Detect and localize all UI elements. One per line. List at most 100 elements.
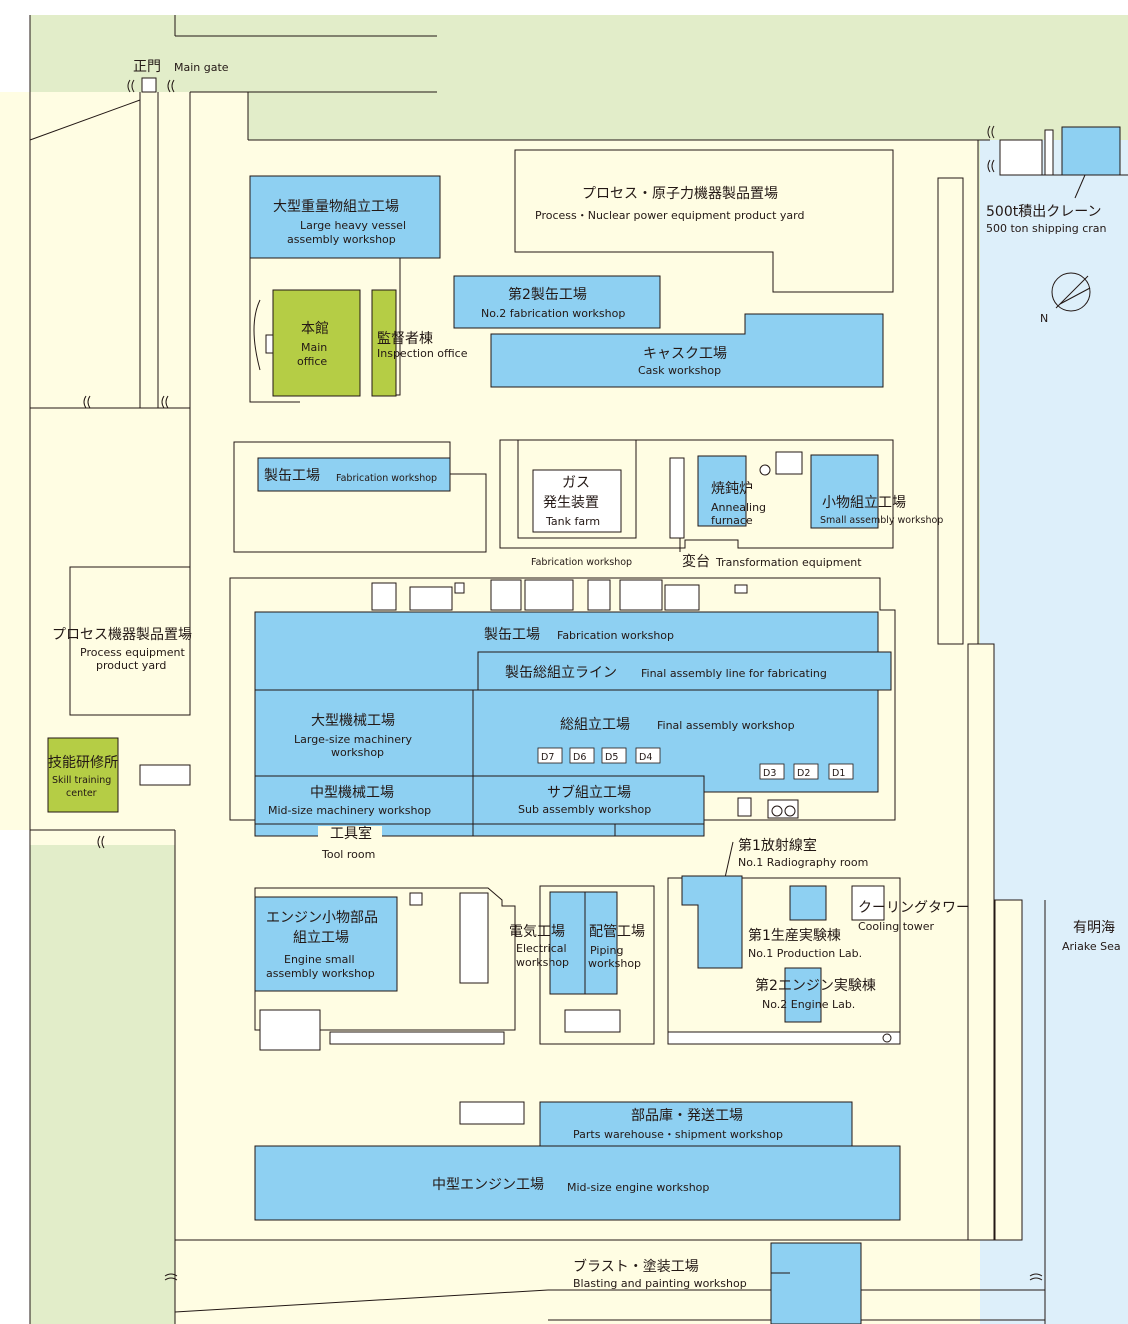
process-yard-en1: Process equipment xyxy=(80,646,185,659)
final-fab-line-jp: 製缶総組立ライン xyxy=(505,665,617,681)
crane-rail xyxy=(999,139,1043,176)
small-assembly-en: Small assembly workshop xyxy=(820,515,943,526)
inspection-jp: 監督者棟 xyxy=(377,330,433,347)
final-assembly-en: Final assembly workshop xyxy=(657,719,795,732)
annealing-jp: 焼鈍炉 xyxy=(711,481,753,497)
annealing-en1: Annealing xyxy=(711,501,766,514)
tool-room-label-bg xyxy=(318,826,382,838)
small-assembly-jp: 小物組立工場 xyxy=(822,495,906,511)
skill-training-center xyxy=(47,737,119,813)
electrical-jp: 電気工場 xyxy=(509,924,565,940)
main-office-en1: Main xyxy=(301,341,327,354)
engine-annex-1 xyxy=(409,892,423,906)
skill-en1: Skill training xyxy=(52,775,111,786)
main-gate-post xyxy=(141,77,157,93)
sub-assembly-workshop xyxy=(472,775,705,825)
fab-small-jp: 製缶工場 xyxy=(264,468,320,484)
annex-11 xyxy=(767,799,799,819)
sub-assembly-en: Sub assembly workshop xyxy=(518,803,651,816)
gate-en: Main gate xyxy=(174,61,229,74)
heavy-vessel-jp: 大型重量物組立工場 xyxy=(273,199,399,215)
grass-top-left xyxy=(30,15,140,92)
engine-small-jp2: 組立工場 xyxy=(293,930,349,946)
electrical-en1: Electrical xyxy=(516,942,567,955)
svg-text:N: N xyxy=(1040,312,1048,325)
annex-10 xyxy=(737,797,752,817)
blasting-en: Blasting and painting workshop xyxy=(573,1277,747,1290)
piping-jp: 配管工場 xyxy=(589,924,645,940)
engine-lab xyxy=(784,967,822,1023)
radiography-jp: 第1放射線室 xyxy=(738,837,817,854)
quay xyxy=(994,899,1023,1241)
main-office-jp: 本館 xyxy=(301,320,329,337)
process-nuclear-yard xyxy=(514,149,894,293)
crane-jp: 500t積出クレーン xyxy=(986,204,1102,220)
sub-assembly-jp: サブ組立工場 xyxy=(547,784,631,801)
cask-en: Cask workshop xyxy=(638,364,721,377)
pier xyxy=(937,177,964,645)
large-machinery-en2: workshop xyxy=(331,746,384,759)
inspection-office xyxy=(371,289,397,397)
gate-jp: 正門 xyxy=(133,59,161,75)
gas-jp2: 発生装置 xyxy=(543,495,599,511)
production-lab xyxy=(789,885,827,921)
engine-small-en1: Engine small xyxy=(284,953,355,966)
engine-lab-jp: 第2エンジン実験棟 xyxy=(755,977,876,994)
tool-room-jp: 工具室 xyxy=(330,825,372,842)
fab-main-jp: 製缶工場 xyxy=(484,627,540,643)
dock-d6: D6 xyxy=(573,752,586,763)
engine-small-en2: assembly workshop xyxy=(266,967,375,980)
engine-lab-en: No.2 Engine Lab. xyxy=(762,998,855,1011)
mid-engine-en: Mid-size engine workshop xyxy=(567,1181,709,1194)
annex-3 xyxy=(454,582,465,594)
sea-jp: 有明海 xyxy=(1073,920,1115,936)
fab2-jp: 第2製缶工場 xyxy=(508,286,587,303)
fab2-workshop xyxy=(453,275,661,329)
engine-annex-2 xyxy=(459,892,489,984)
gas-en: Tank farm xyxy=(545,515,600,528)
heavy-vessel-en1: Large heavy vessel xyxy=(300,219,406,232)
production-lab-en: No.1 Production Lab. xyxy=(748,947,862,960)
stack-icon xyxy=(759,464,771,476)
annex-9 xyxy=(734,584,748,594)
cooling-tower xyxy=(851,885,885,921)
annex-8 xyxy=(664,584,700,611)
final-fab-line-en: Final assembly line for fabricating xyxy=(641,667,827,680)
annex-7 xyxy=(619,579,663,611)
large-machinery-en1: Large-size machinery xyxy=(294,733,413,746)
mid-engine-jp: 中型エンジン工場 xyxy=(432,1177,544,1193)
cask-workshop xyxy=(490,313,884,388)
piping-workshop xyxy=(584,891,618,995)
fab-small-workshop xyxy=(257,457,451,492)
electrical-en2: workshop xyxy=(516,956,569,969)
annealing-en2: furnace xyxy=(711,514,753,527)
main-office xyxy=(272,289,361,397)
small-assembly-workshop xyxy=(810,454,879,529)
process-nuclear-yard-en: Process・Nuclear power equipment product … xyxy=(535,209,804,222)
dock-labels: D7 D6 D5 D4 D3 D2 D1 xyxy=(537,747,854,780)
skill-annex xyxy=(139,764,191,786)
lab-annex xyxy=(667,1031,901,1045)
parts-warehouse-en: Parts warehouse・shipment workshop xyxy=(573,1128,783,1141)
mid-engine-workshop xyxy=(254,1145,901,1221)
annex-6 xyxy=(587,579,611,611)
small-hut xyxy=(775,451,803,475)
tool-room-en: Tool room xyxy=(321,848,375,861)
blasting-painting-workshop xyxy=(770,1242,862,1324)
dock-d5: D5 xyxy=(605,752,618,763)
warehouse-annex xyxy=(459,1101,525,1125)
transformer-box xyxy=(669,457,685,539)
heavy-vessel-en2: assembly workshop xyxy=(287,233,396,246)
piping-en1: Piping xyxy=(590,944,623,957)
blasting-jp: ブラスト・塗装工場 xyxy=(573,1258,699,1275)
heavy-vessel-workshop xyxy=(249,175,441,259)
elec-annex xyxy=(564,1009,621,1033)
crane-rail-b xyxy=(1044,129,1054,176)
parts-warehouse-jp: 部品庫・発送工場 xyxy=(631,1107,743,1124)
break-marks xyxy=(83,79,1043,1281)
cask-jp: キャスク工場 xyxy=(643,346,727,362)
process-yard-jp: プロセス機器製品置場 xyxy=(52,627,192,643)
engine-small-workshop xyxy=(254,896,398,992)
large-machinery-workshop xyxy=(254,689,474,777)
annex-5 xyxy=(524,579,574,611)
